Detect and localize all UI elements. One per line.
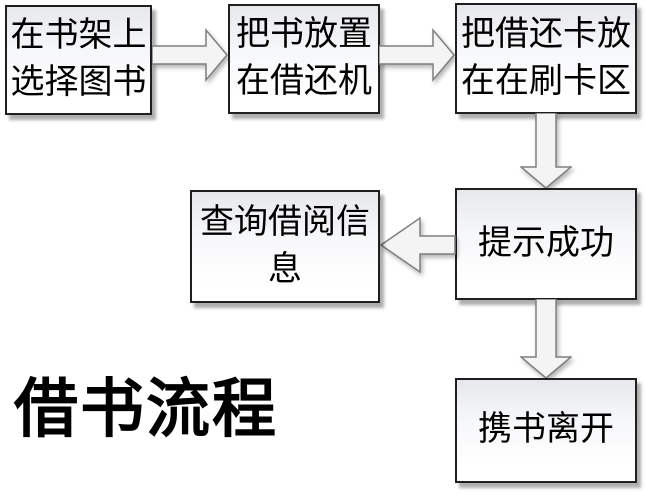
flow-arrow-left-1 — [380, 216, 456, 274]
flow-box-success-prompt: 提示成功 — [455, 188, 637, 300]
flow-box-swipe-card: 把借还卡放在在刷卡区 — [455, 3, 637, 114]
flow-arrow-right-2 — [379, 27, 455, 83]
flow-arrow-down-1 — [520, 113, 572, 189]
arrow-right-icon — [152, 27, 228, 83]
flow-arrow-down-2 — [520, 299, 572, 379]
arrow-left-icon — [380, 216, 456, 274]
flow-box-query-borrow-info: 查询借阅信息 — [190, 190, 380, 303]
arrow-down-icon — [520, 299, 572, 379]
flow-box-label: 把借还卡放在在刷卡区 — [461, 15, 631, 100]
flow-box-select-book: 在书架上选择图书 — [5, 5, 152, 115]
flow-box-label: 携书离开 — [478, 411, 614, 449]
arrow-down-icon — [520, 113, 572, 189]
flow-box-leave-with-book: 携书离开 — [455, 378, 637, 483]
arrow-right-icon — [379, 27, 455, 83]
flow-arrow-right-1 — [152, 27, 228, 83]
flow-box-label: 查询借阅信息 — [200, 203, 370, 288]
flow-box-label: 把书放置在借还机 — [236, 16, 372, 100]
flow-box-label: 提示成功 — [478, 224, 614, 262]
diagram-title: 借书流程 — [14, 373, 278, 445]
flow-box-place-book: 把书放置在借还机 — [228, 4, 380, 114]
flow-box-label: 在书架上选择图书 — [10, 17, 147, 101]
